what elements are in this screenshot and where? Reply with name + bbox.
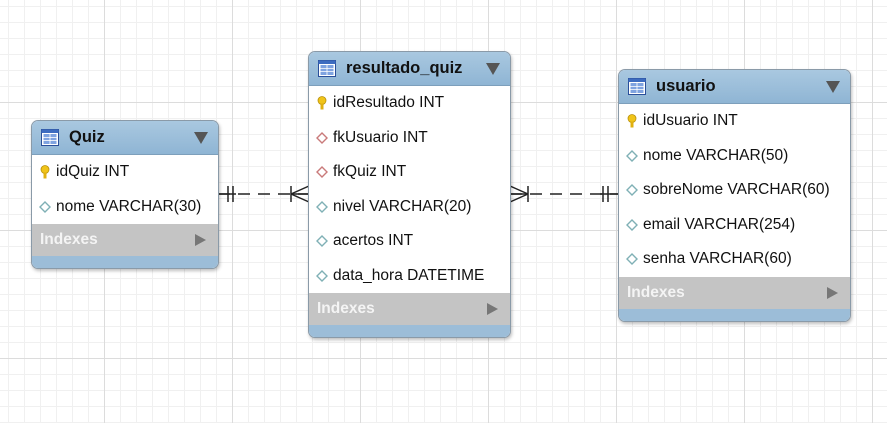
indexes-label: Indexes xyxy=(40,231,98,248)
table-header[interactable]: resultado_quiz xyxy=(309,52,510,86)
column-row[interactable]: nome VARCHAR(50) xyxy=(619,139,850,174)
column-diamond-icon xyxy=(626,253,638,266)
column-row[interactable]: sobreNome VARCHAR(60) xyxy=(619,173,850,208)
indexes-label: Indexes xyxy=(627,283,685,301)
column-row[interactable]: data_hora DATETIME xyxy=(309,259,510,294)
table-icon xyxy=(41,129,59,146)
column-row[interactable]: nome VARCHAR(30) xyxy=(32,190,218,225)
table-header[interactable]: Quiz xyxy=(32,121,218,155)
chevron-down-icon[interactable] xyxy=(194,131,208,144)
column-row[interactable]: senha VARCHAR(60) xyxy=(619,242,850,277)
column-diamond-icon xyxy=(316,235,328,248)
table-footer xyxy=(309,325,510,337)
column-diamond-icon xyxy=(316,269,328,282)
primary-key-icon xyxy=(40,165,50,179)
table-title: usuario xyxy=(656,77,716,95)
column-row[interactable]: fkQuiz INT xyxy=(309,155,510,190)
column-name: idQuiz INT xyxy=(56,163,130,181)
column-name: sobreNome VARCHAR(60) xyxy=(643,181,830,199)
table-footer xyxy=(619,308,850,321)
column-diamond-icon xyxy=(316,200,328,213)
foreign-key-icon xyxy=(316,131,328,144)
column-name: nome VARCHAR(30) xyxy=(56,197,202,215)
column-diamond-icon xyxy=(626,184,638,197)
column-name: fkQuiz INT xyxy=(333,163,407,181)
table-title: resultado_quiz xyxy=(346,59,463,77)
column-row[interactable]: acertos INT xyxy=(309,224,510,259)
table-usuario[interactable]: usuario idUsuario INT nome VARCHAR(50) s… xyxy=(618,69,851,322)
indexes-section[interactable]: Indexes xyxy=(309,293,510,325)
primary-key-icon xyxy=(627,114,637,128)
column-diamond-icon xyxy=(39,200,51,213)
table-title: Quiz xyxy=(69,128,105,146)
column-row[interactable]: fkUsuario INT xyxy=(309,121,510,156)
column-name: acertos INT xyxy=(333,232,414,250)
indexes-section[interactable]: Indexes xyxy=(619,276,850,309)
indexes-section[interactable]: Indexes xyxy=(32,224,218,256)
column-name: nivel VARCHAR(20) xyxy=(333,197,472,215)
table-icon xyxy=(628,78,646,95)
table-footer xyxy=(32,256,218,268)
column-name: email VARCHAR(254) xyxy=(643,215,796,233)
column-name: fkUsuario INT xyxy=(333,128,428,146)
chevron-right-icon[interactable] xyxy=(827,286,838,299)
column-row[interactable]: idResultado INT xyxy=(309,86,510,121)
primary-key-icon xyxy=(317,96,327,110)
column-name: idResultado INT xyxy=(333,94,445,112)
table-resultado-quiz[interactable]: resultado_quiz idResultado INT fkUsuario… xyxy=(308,51,511,338)
column-row[interactable]: idUsuario INT xyxy=(619,104,850,139)
table-header[interactable]: usuario xyxy=(619,70,850,104)
column-row[interactable]: email VARCHAR(254) xyxy=(619,208,850,243)
chevron-right-icon[interactable] xyxy=(487,303,498,315)
chevron-down-icon[interactable] xyxy=(486,62,500,75)
chevron-down-icon[interactable] xyxy=(826,80,840,93)
relationship-quiz-resultado[interactable] xyxy=(218,185,310,203)
column-name: data_hora DATETIME xyxy=(333,266,485,284)
chevron-right-icon[interactable] xyxy=(195,234,206,246)
column-row[interactable]: idQuiz INT xyxy=(32,155,218,190)
column-diamond-icon xyxy=(626,149,638,162)
column-name: idUsuario INT xyxy=(643,112,738,130)
table-icon xyxy=(318,60,336,77)
foreign-key-icon xyxy=(316,166,328,179)
indexes-label: Indexes xyxy=(317,300,375,317)
relationship-resultado-usuario[interactable] xyxy=(509,185,618,203)
table-quiz[interactable]: Quiz idQuiz INT nome VARCHAR(30) Indexes xyxy=(31,120,219,269)
column-name: senha VARCHAR(60) xyxy=(643,250,792,268)
column-diamond-icon xyxy=(626,218,638,231)
column-name: nome VARCHAR(50) xyxy=(643,146,789,164)
column-row[interactable]: nivel VARCHAR(20) xyxy=(309,190,510,225)
